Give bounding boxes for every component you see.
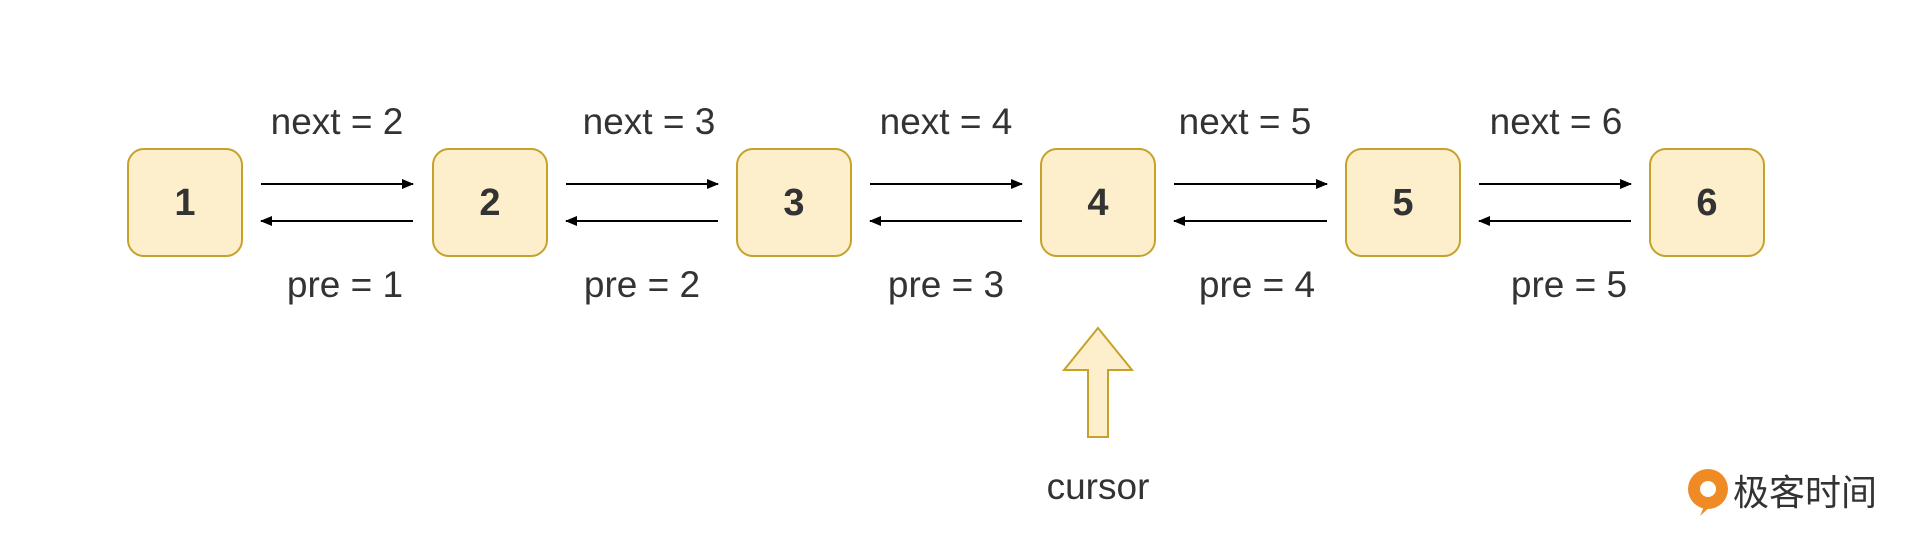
brand-name: 极客时间 xyxy=(1733,473,1877,514)
next-label-3: next = 4 xyxy=(880,101,1013,142)
link-2-3: next = 3 pre = 2 xyxy=(565,101,719,305)
next-label-5: next = 6 xyxy=(1490,101,1623,142)
node-2-label: 2 xyxy=(479,182,500,224)
node-3: 3 xyxy=(736,148,852,257)
node-5-label: 5 xyxy=(1392,182,1413,224)
pre-label-3: pre = 3 xyxy=(888,264,1004,305)
node-1: 1 xyxy=(127,148,243,257)
node-1-label: 1 xyxy=(174,182,195,224)
link-1-2: next = 2 pre = 1 xyxy=(260,101,414,305)
next-label-2: next = 3 xyxy=(583,101,716,142)
node-4-label: 4 xyxy=(1087,182,1108,224)
node-2: 2 xyxy=(432,148,548,257)
pre-label-2: pre = 2 xyxy=(584,264,700,305)
node-4: 4 xyxy=(1040,148,1156,257)
brand-watermark: 极客时间 xyxy=(1688,469,1877,516)
geektime-logo-icon xyxy=(1688,469,1728,516)
node-6-label: 6 xyxy=(1696,182,1717,224)
node-5: 5 xyxy=(1345,148,1461,257)
node-3-label: 3 xyxy=(783,182,804,224)
link-5-6: next = 6 pre = 5 xyxy=(1478,101,1632,305)
link-4-5: next = 5 pre = 4 xyxy=(1173,101,1328,305)
pre-label-5: pre = 5 xyxy=(1511,264,1627,305)
node-6: 6 xyxy=(1649,148,1765,257)
pre-label-4: pre = 4 xyxy=(1199,264,1315,305)
next-label-1: next = 2 xyxy=(271,101,404,142)
next-label-4: next = 5 xyxy=(1179,101,1312,142)
link-3-4: next = 4 pre = 3 xyxy=(869,101,1023,305)
pre-label-1: pre = 1 xyxy=(287,264,403,305)
cursor-label: cursor xyxy=(1047,466,1150,507)
cursor-pointer: cursor xyxy=(1047,326,1150,507)
cursor-up-arrow-icon xyxy=(1061,326,1135,438)
